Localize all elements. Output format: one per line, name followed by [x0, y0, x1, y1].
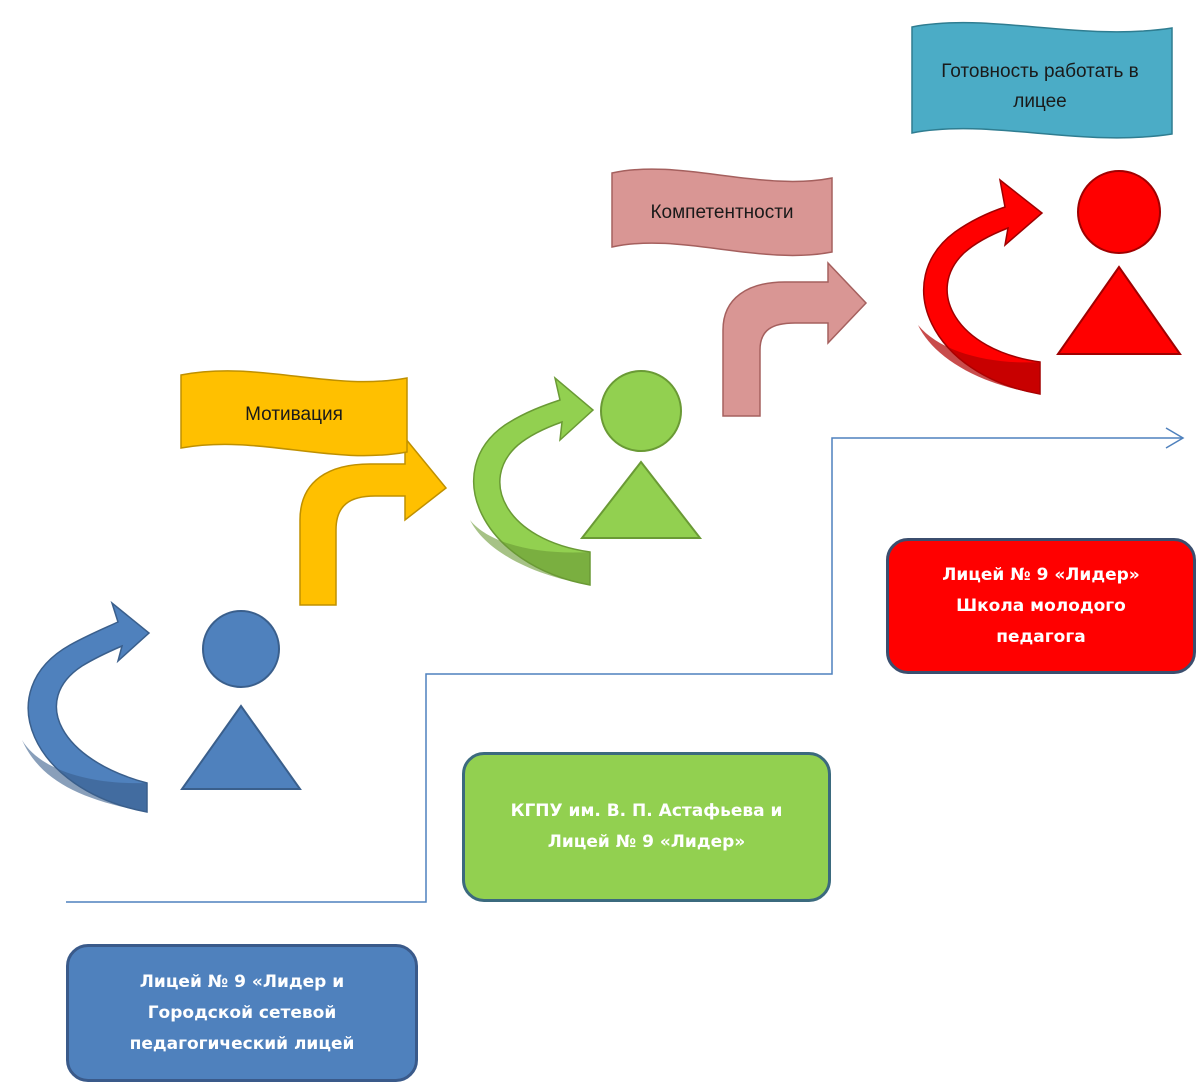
curved-arrow-red — [918, 178, 1044, 395]
banner-motivation-label: Мотивация — [245, 404, 343, 425]
banner-motivation: Мотивация — [180, 370, 408, 457]
person-icon-blue — [180, 610, 302, 790]
school-young-teacher-box: Лицей № 9 «Лидер» Школа молодого педагог… — [886, 538, 1196, 674]
banner-competence-label: Компетентности — [650, 202, 793, 223]
bent-arrow-yellow — [299, 435, 448, 606]
banner-readiness-line1: Готовность работать в — [941, 61, 1139, 82]
step-line-arrowhead — [1165, 427, 1185, 449]
banner-readiness-line2: лицее — [1013, 91, 1067, 112]
banner-competence: Компетентности — [611, 168, 833, 257]
person-icon-red — [1056, 170, 1182, 355]
person-icon-green — [579, 370, 703, 539]
step-line — [66, 437, 1183, 903]
curved-arrow-green — [470, 375, 595, 586]
kgpu-lyceum-box: КГПУ им. В. П. Астафьева и Лицей № 9 «Ли… — [462, 752, 831, 902]
city-network-lyceum-box: Лицей № 9 «Лидер и Городской сетевой пед… — [66, 944, 418, 1082]
banner-readiness: Готовность работать в лицее — [911, 21, 1173, 139]
bent-arrow-pink — [722, 261, 868, 417]
curved-arrow-blue — [22, 600, 151, 813]
